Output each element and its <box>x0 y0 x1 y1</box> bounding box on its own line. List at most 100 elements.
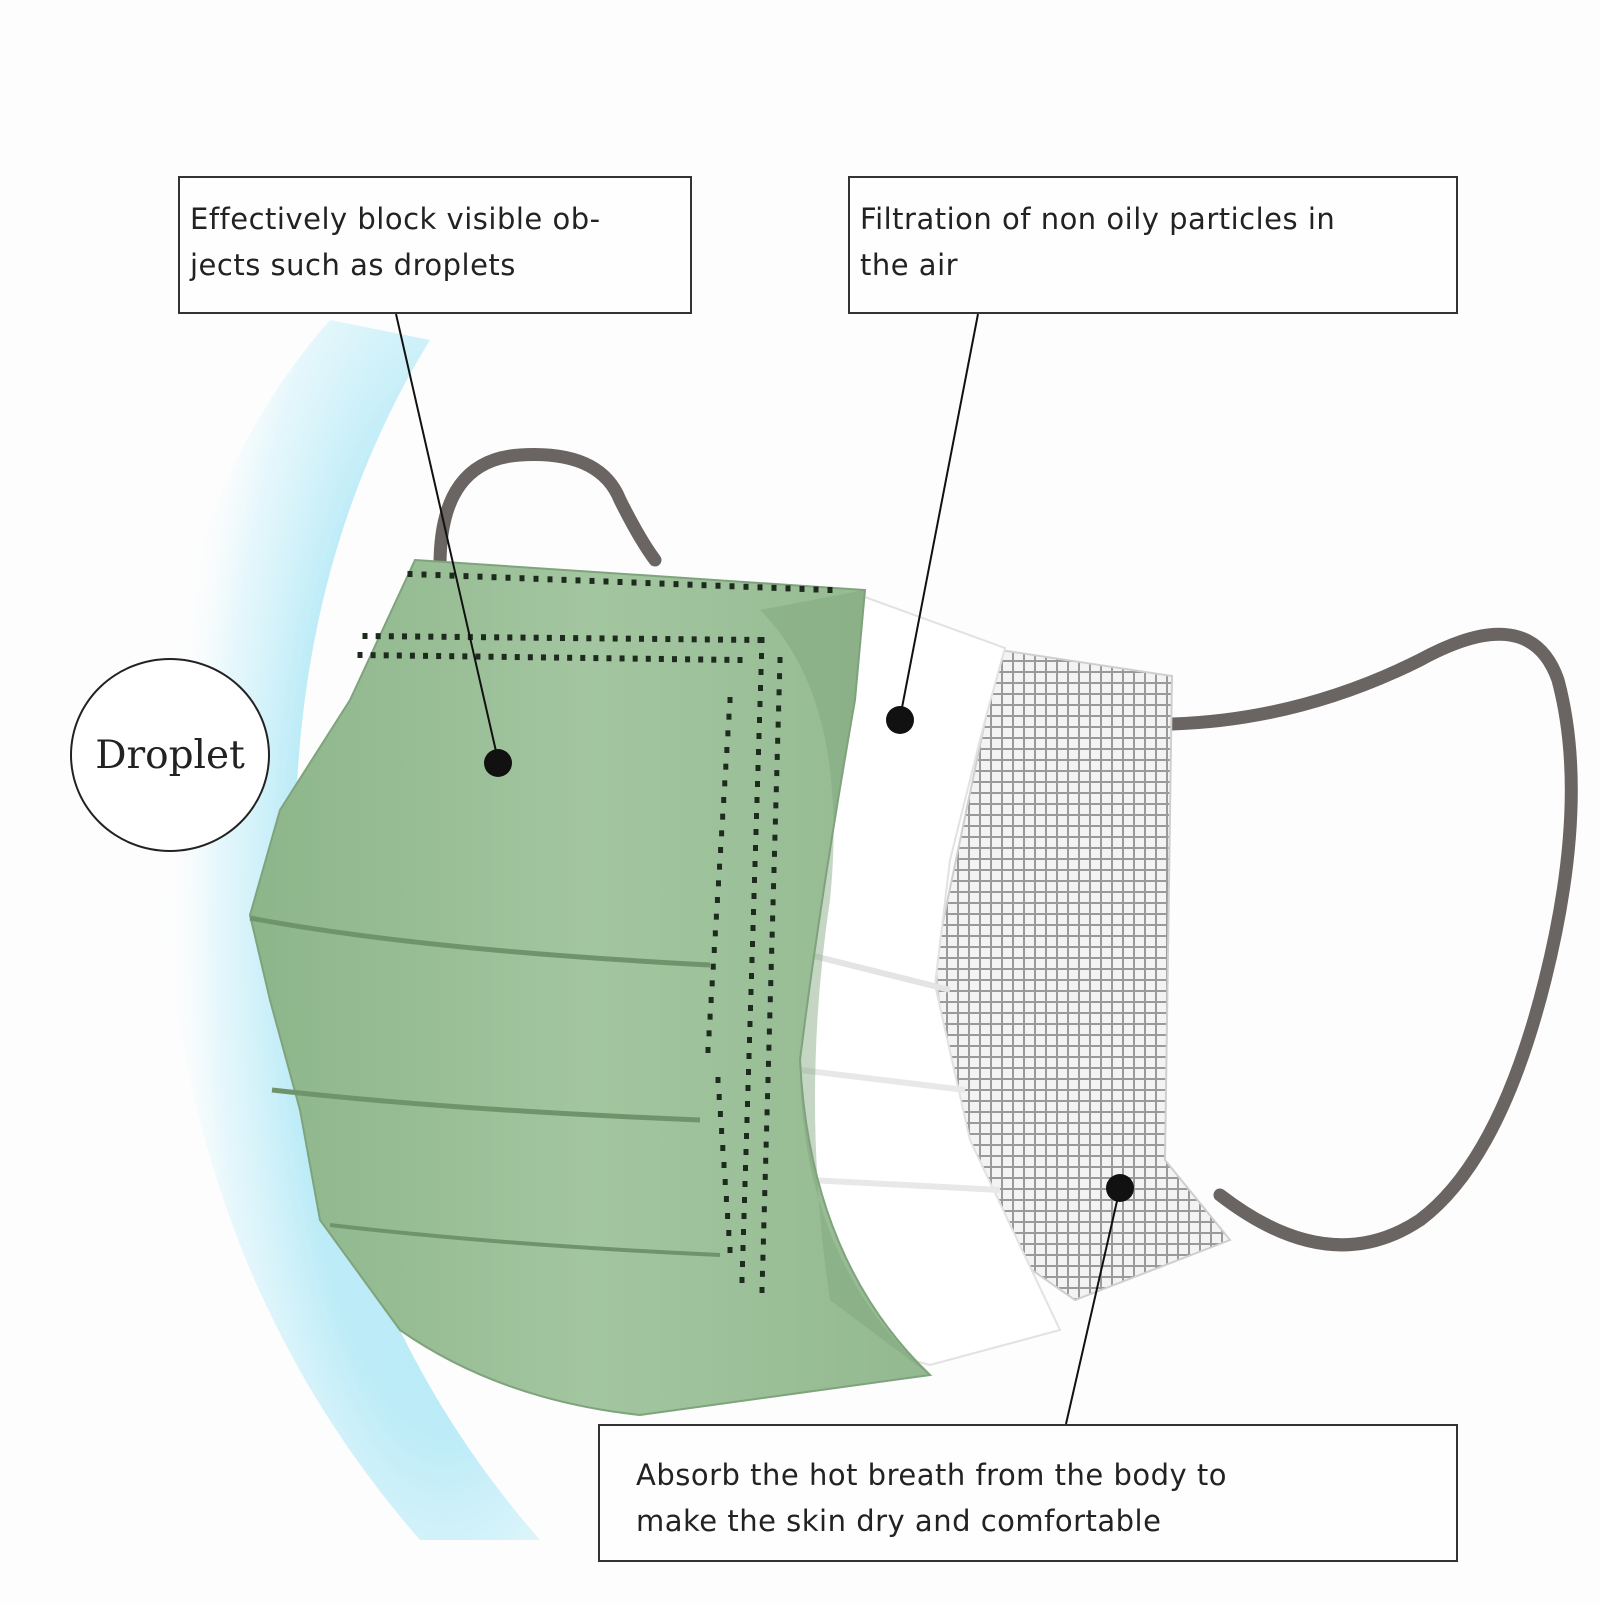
seam-dot <box>715 582 721 589</box>
seam-dot <box>723 763 729 770</box>
seam-dot <box>435 572 441 579</box>
seam-dot <box>505 574 511 581</box>
seam-dot <box>625 635 631 642</box>
seam-dot <box>743 1165 748 1171</box>
seam-dot <box>547 576 553 583</box>
seam-dot <box>731 636 737 643</box>
droplet-glow <box>160 320 540 1540</box>
leader-line-inner <box>1065 1187 1121 1425</box>
seam-dot <box>719 1128 725 1134</box>
seam-dot <box>705 1047 711 1053</box>
seam-dot <box>716 1094 722 1100</box>
seam-dot <box>767 996 773 1003</box>
seam-dot <box>501 653 507 660</box>
callout-outer-line1: Effectively block visible ob- <box>190 202 601 236</box>
seam-dot <box>462 653 468 660</box>
seam-dot <box>766 1028 772 1035</box>
seam-dot <box>746 1069 751 1075</box>
seam-dot <box>685 656 691 663</box>
seam-dot <box>749 957 755 963</box>
right-ear-loop <box>1165 627 1578 1252</box>
seam-dot <box>449 572 455 579</box>
seam-dot <box>589 577 595 584</box>
pleat-fold <box>329 1223 721 1257</box>
seam-dot <box>402 633 407 640</box>
callout-inner-line2: make the skin dry and comfortable <box>636 1504 1162 1538</box>
seam-dot <box>720 1145 726 1151</box>
seam-dot <box>742 1181 748 1187</box>
callout-outer-line2: jects such as droplets <box>190 248 516 282</box>
seam-dot <box>775 721 781 728</box>
seam-dot <box>631 579 637 586</box>
seam-dot <box>671 656 677 663</box>
seam-dot <box>711 656 717 663</box>
seam-dot <box>744 636 750 643</box>
seam-dot <box>717 863 723 870</box>
seam-dot <box>645 580 651 587</box>
seam-dot <box>580 654 586 661</box>
seam-dot <box>698 656 704 663</box>
seam-dot <box>567 654 573 661</box>
seam-dot <box>599 635 605 642</box>
seam-dot <box>375 633 381 640</box>
callout-inner-layer: Absorb the hot breath from the body to m… <box>598 1424 1458 1562</box>
seam-dot <box>765 1060 771 1067</box>
seam-dot <box>770 915 776 922</box>
seam-dot <box>488 653 494 660</box>
seam-dot <box>704 636 710 643</box>
outer-green-layer <box>248 558 933 1417</box>
seam-dot <box>764 1109 770 1116</box>
seam-dot <box>776 705 782 712</box>
seam-dot <box>727 697 733 703</box>
callout-inner-line1: Absorb the hot breath from the body to <box>636 1458 1228 1492</box>
seam-dot <box>718 636 723 643</box>
seam-dot <box>573 635 579 642</box>
seam-dot <box>771 867 777 873</box>
seam-dot <box>741 1229 746 1235</box>
seam-dot <box>753 845 758 851</box>
seam-dot <box>777 657 783 663</box>
seam-dot <box>617 579 623 585</box>
seam-dot <box>612 635 618 642</box>
pleat-fold <box>271 1087 701 1123</box>
seam-dot <box>748 1005 753 1011</box>
outer-layer-edge-shade <box>760 590 930 1375</box>
seam-dot <box>772 818 778 825</box>
seam-dot <box>546 634 552 641</box>
seam-dot <box>709 980 715 987</box>
seam-dot <box>757 701 763 707</box>
droplet-label-circle: Droplet <box>70 658 270 852</box>
seam-dot <box>769 947 775 954</box>
seam-dot <box>673 581 679 588</box>
seam-dot <box>799 585 805 592</box>
seam-dot <box>593 655 599 662</box>
seam-dot <box>748 989 754 995</box>
seam-dot <box>774 753 780 760</box>
seam-dot <box>753 829 759 835</box>
seam-dot <box>428 633 434 640</box>
seam-dot <box>519 575 525 582</box>
seam-dot <box>713 913 719 920</box>
seam-dot <box>761 1206 767 1213</box>
seam-dot <box>813 586 819 593</box>
seam-dot <box>554 654 560 661</box>
seam-dot <box>742 1197 747 1203</box>
seam-dot <box>747 1037 752 1043</box>
seam-dot <box>771 883 777 890</box>
seam-dot <box>774 770 780 777</box>
seam-dot <box>652 635 658 642</box>
seam-dots <box>357 571 833 1293</box>
seam-dot <box>477 573 483 580</box>
seam-dot <box>494 634 500 641</box>
seam-dot <box>754 813 759 819</box>
seam-dot <box>370 652 376 659</box>
marker-dot-outer <box>484 749 512 777</box>
seam-dot <box>533 634 539 641</box>
seam-dot <box>726 1230 732 1236</box>
seam-dot <box>752 861 758 867</box>
seam-dot <box>773 802 779 809</box>
seam-dot <box>755 781 760 787</box>
seam-dot <box>745 1085 751 1091</box>
seam-dot <box>763 1141 769 1148</box>
